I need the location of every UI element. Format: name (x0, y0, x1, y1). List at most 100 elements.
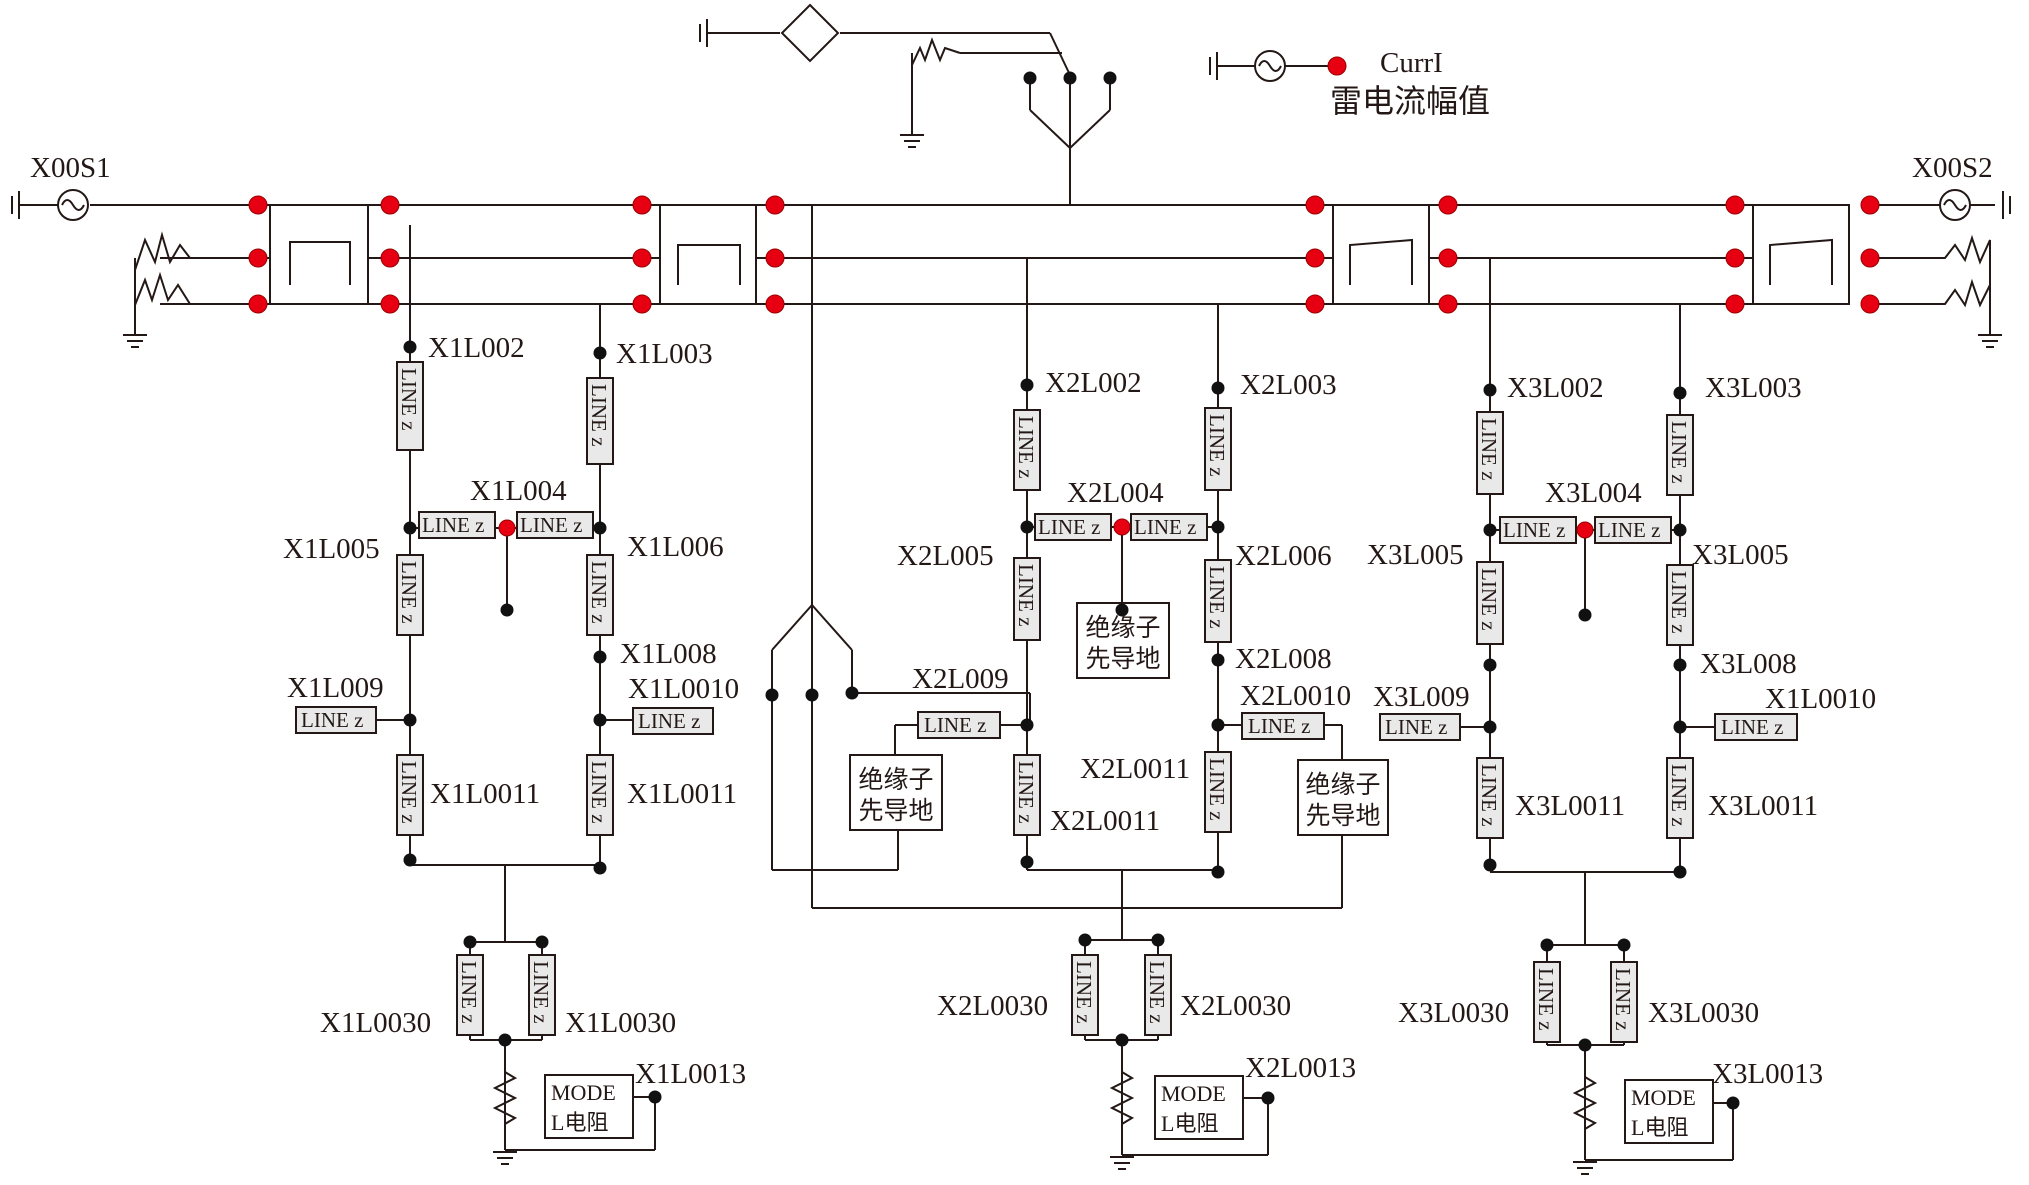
node-labels: X1L002 X1L003 X1L004 X1L005 X1L006 X1L00… (283, 332, 1876, 1090)
node-label: X1L0010 (628, 673, 739, 705)
insulator-label: 先导地 (1085, 645, 1160, 673)
insulator-box-labels: 绝缘子 先导地 绝缘子 先导地 绝缘子 先导地 (858, 614, 1380, 830)
node-label: X3L009 (1373, 681, 1470, 713)
line-z-label: LINE z (1385, 715, 1447, 739)
source-labels: X00S1 X00S2 CurrI 雷电流幅值 (30, 47, 1993, 184)
node-label: X2L0013 (1245, 1052, 1356, 1084)
insulator-label: 绝缘子 (1305, 771, 1380, 799)
line-z-label: LINE z (397, 561, 421, 623)
node-label: X1L0010 (1765, 683, 1876, 715)
node-label: X1L009 (287, 672, 384, 704)
line-z-label: LINE z (520, 513, 582, 537)
node-label: X2L003 (1240, 369, 1337, 401)
surge-arrester-icon (899, 37, 961, 148)
line-z-label: LINE z (397, 761, 421, 823)
node-label: X2L009 (912, 663, 1009, 695)
line-z-label: LINE z (1014, 564, 1038, 626)
node-label: X3L0011 (1708, 790, 1818, 822)
line-z-label: LINE z (638, 709, 700, 733)
line-z-label: LINE z (1667, 421, 1691, 483)
line-z-label: LINE z (397, 368, 421, 430)
insulator-label: 绝缘子 (858, 766, 933, 794)
diamond-switch-icon (780, 3, 840, 63)
line-z-label: LINE z (1477, 568, 1501, 630)
line-z-label: LINE z (1205, 414, 1229, 476)
ac-source-icon (1878, 189, 2011, 221)
node-label: X1L008 (620, 638, 717, 670)
line-z-label: LINE z (1248, 714, 1310, 738)
ac-source-icon (1209, 50, 1286, 82)
line-z-label: LINE z (1145, 961, 1169, 1023)
line-z-vertical-labels: LINE z LINE z LINE z LINE z LINE z LINE … (397, 368, 1691, 1030)
resistor-icon (1572, 1065, 1733, 1175)
node-label: X1L003 (616, 338, 713, 370)
node-label: X2L0011 (1080, 753, 1190, 785)
model-label: MODE (1631, 1085, 1696, 1110)
ground-icon (699, 19, 722, 47)
node-label: X1L006 (627, 531, 724, 563)
node-label: X1L004 (470, 475, 567, 507)
node-label: X1L005 (283, 533, 380, 565)
transformer-box-icon (659, 204, 757, 305)
line-z-label: LINE z (1014, 761, 1038, 823)
node-label: X3L002 (1507, 372, 1604, 404)
insulator-label: 先导地 (1305, 802, 1380, 830)
node-label: X3L005 (1692, 539, 1789, 571)
node-label: X3L008 (1700, 648, 1797, 680)
node-label: X2L0010 (1240, 680, 1351, 712)
red-nodes (248, 56, 1880, 539)
surge-arrester-icon (1868, 234, 2003, 348)
line-z-label: LINE z (1503, 518, 1565, 542)
line-z-label: LINE z (587, 561, 611, 623)
node-label: X1L0011 (430, 778, 540, 810)
line-z-label: LINE z (587, 761, 611, 823)
line-z-label: LINE z (1134, 515, 1196, 539)
line-z-label: LINE z (422, 513, 484, 537)
node-label: X2L004 (1067, 477, 1164, 509)
node-label: X2L002 (1045, 367, 1142, 399)
node-label: X1L002 (428, 332, 525, 364)
ac-source-icon (11, 189, 89, 221)
resistor-icon (1109, 1060, 1268, 1170)
line-z-label: LINE z (587, 384, 611, 446)
line-z-label: LINE z (457, 961, 481, 1023)
line-z-label: LINE z (1667, 571, 1691, 633)
line-z-label: LINE z (924, 713, 986, 737)
source-label-left: X00S1 (30, 152, 111, 184)
model-label: L电阻 (1161, 1111, 1218, 1136)
node-label: X3L004 (1545, 477, 1642, 509)
node-label: X3L0013 (1712, 1058, 1823, 1090)
model-label: L电阻 (1631, 1115, 1688, 1140)
line-z-horizontal-labels: LINE z LINE z LINE z LINE z LINE z LINE … (301, 513, 1783, 739)
line-z-label: LINE z (1477, 764, 1501, 826)
line-z-label: LINE z (1611, 968, 1635, 1030)
line-z-label: LINE z (1534, 968, 1558, 1030)
node-label: X3L0011 (1515, 790, 1625, 822)
model-box-labels: MODE L电阻 MODE L电阻 MODE L电阻 (551, 1080, 1696, 1140)
line-z-label: LINE z (1598, 518, 1660, 542)
node-label: X1L0030 (320, 1007, 431, 1039)
transformer-box-icon (269, 204, 369, 305)
surge-arrester-icon (122, 231, 245, 348)
node-label: X1L0030 (565, 1007, 676, 1039)
line-z-label: LINE z (1014, 416, 1038, 478)
model-label: MODE (1161, 1081, 1226, 1106)
line-z-vertical (396, 361, 1694, 1043)
line-z-label: LINE z (1205, 566, 1229, 628)
node-label: X2L0030 (1180, 990, 1291, 1022)
lightning-source-caption: 雷电流幅值 (1330, 83, 1490, 119)
node-label: X1L0013 (635, 1058, 746, 1090)
line-z-label: LINE z (301, 708, 363, 732)
node-label: X2L005 (897, 540, 994, 572)
node-label: X2L008 (1235, 643, 1332, 675)
line-z-label: LINE z (529, 961, 553, 1023)
lightning-source-label: CurrI (1380, 47, 1443, 79)
line-z-label: LINE z (1477, 418, 1501, 480)
insulator-label: 绝缘子 (1085, 614, 1160, 642)
line-z-label: LINE z (1667, 764, 1691, 826)
model-label: MODE (551, 1080, 616, 1105)
line-z-label: LINE z (1205, 758, 1229, 820)
transformer-box-icon (1752, 204, 1850, 305)
node-label: X3L0030 (1648, 997, 1759, 1029)
line-z-horizontal (295, 511, 1798, 741)
